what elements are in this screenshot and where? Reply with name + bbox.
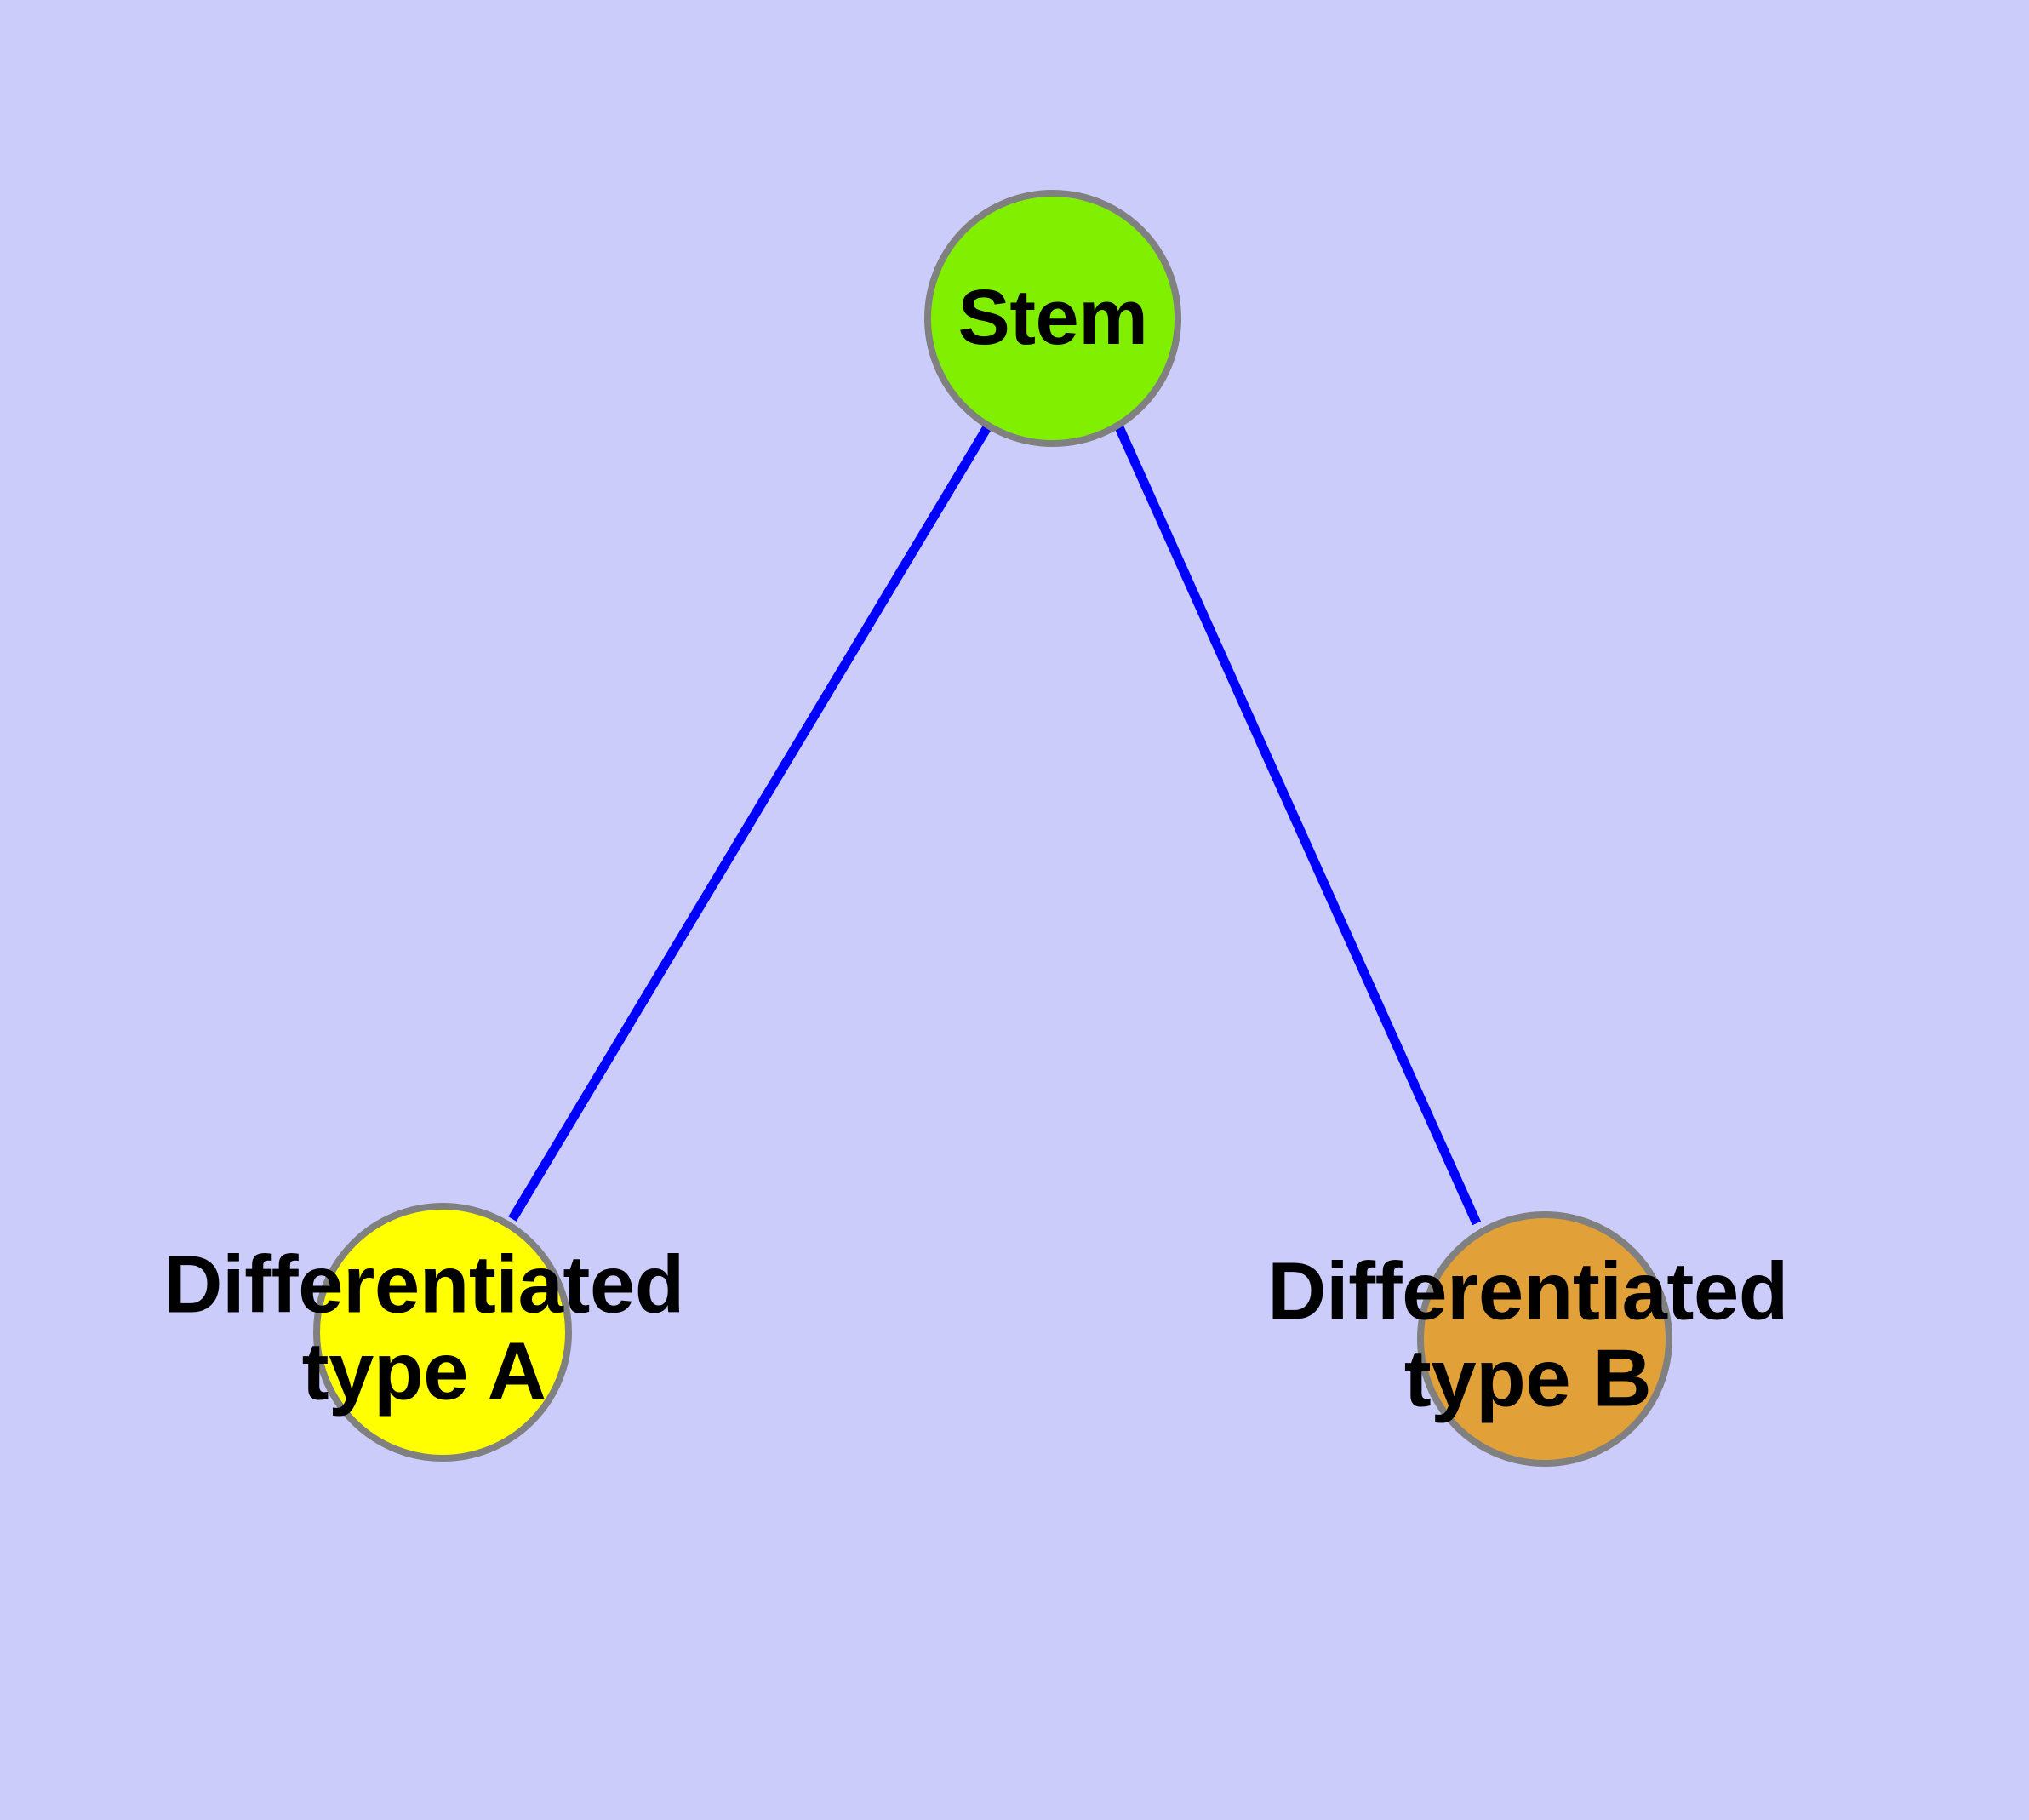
node-stem[interactable]: [924, 190, 1181, 447]
node-label-line-2: type A: [301, 1325, 546, 1417]
edge-stem-to-differentiated-type-b[interactable]: [1114, 425, 1482, 1226]
node-group: [313, 190, 1672, 1467]
node-differentiated-type-a[interactable]: [313, 1203, 572, 1462]
node-label-line-1: Differentiated: [1267, 1245, 1788, 1337]
node-label-line-2: type B: [1403, 1332, 1652, 1423]
edge-group: [508, 425, 1482, 1226]
node-differentiated-type-b[interactable]: [1417, 1211, 1672, 1467]
edge-stem-to-differentiated-type-a[interactable]: [508, 425, 992, 1222]
node-label-stem: Stem: [957, 274, 1148, 362]
node-label-line-1: Differentiated: [163, 1239, 684, 1331]
